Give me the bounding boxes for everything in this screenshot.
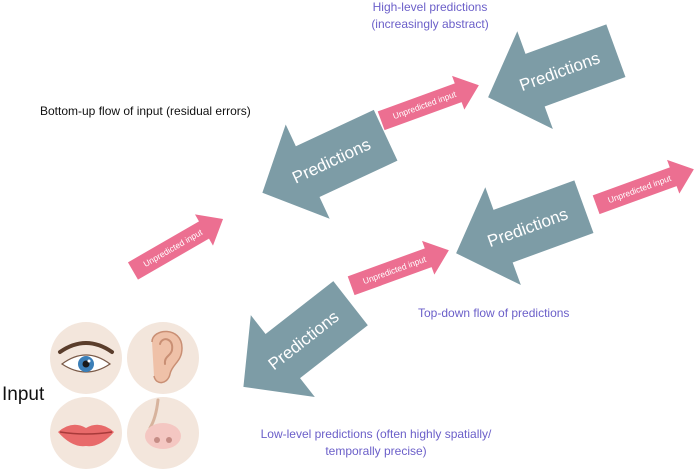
unpredicted-label: Unpredicted input	[141, 227, 204, 269]
nose-icon	[127, 397, 199, 469]
bottom-up-label: Bottom-up flow of input (residual errors…	[40, 104, 251, 118]
unpredicted-arrow-2: Unpredicted input	[374, 68, 486, 138]
prediction-arrow-top: Predictions	[470, 1, 634, 147]
mouth-icon	[50, 397, 122, 469]
low-level-label: Low-level predictions (often highly spat…	[260, 427, 492, 458]
prediction-arrow-mid-right: Predictions	[438, 157, 602, 303]
unpredicted-arrow-4: Unpredicted input	[589, 152, 700, 222]
ear-icon	[127, 322, 199, 394]
input-label: Input	[2, 384, 45, 405]
unpredicted-arrow-1: Unpredicted input	[123, 203, 233, 287]
unpredicted-arrow-3: Unpredicted input	[344, 233, 456, 303]
eye-icon	[50, 322, 122, 394]
top-down-label: Top-down flow of predictions	[418, 306, 570, 320]
high-level-label: High-level predictions (increasingly abs…	[371, 0, 489, 31]
